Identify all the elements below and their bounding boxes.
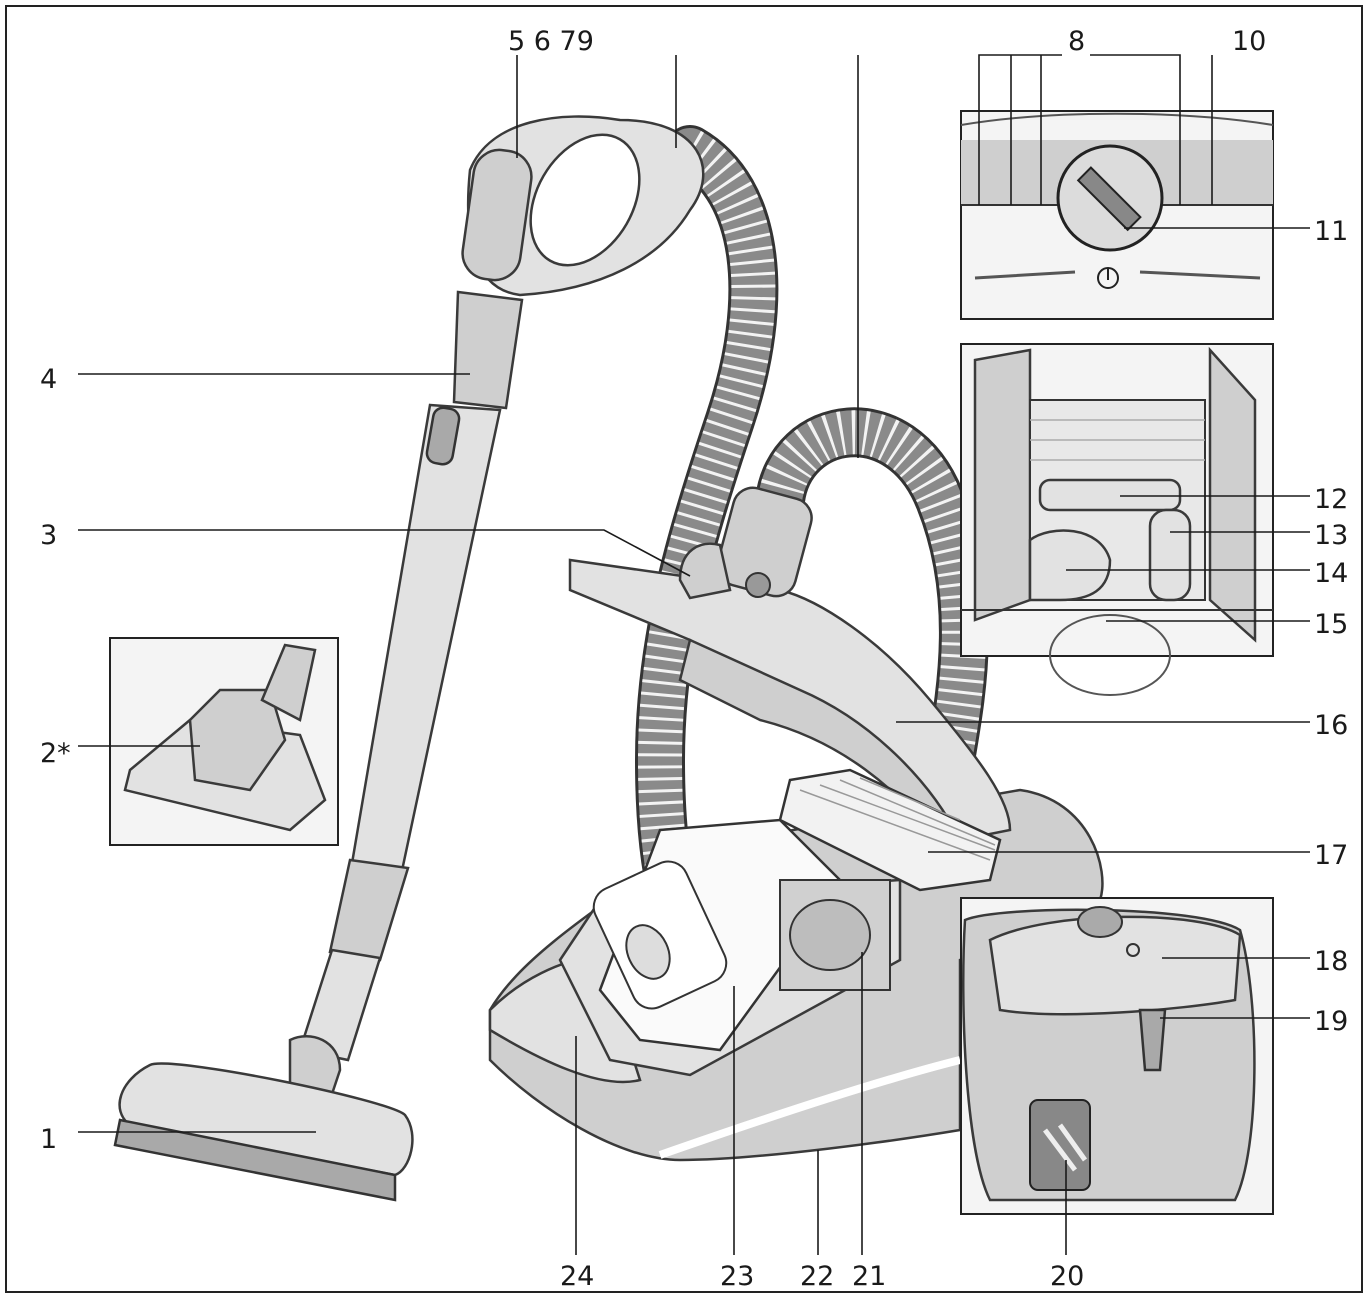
inset-nozzle-2 [109,637,339,846]
label-22: 22 [800,1261,834,1292]
label-13: 13 [1314,520,1348,551]
handle [461,115,705,297]
label-24: 24 [560,1261,594,1292]
vacuum-body [488,788,1104,1162]
label-17: 17 [1314,840,1348,871]
label-15: 15 [1314,609,1348,640]
label-1: 1 [40,1124,57,1155]
leader-lines [78,54,1310,1255]
label-2: 2* [40,738,71,769]
label-18: 18 [1314,946,1348,977]
label-11: 11 [1314,216,1348,247]
cover-lid [568,486,1012,847]
label-12: 12 [1314,484,1348,515]
label-4: 4 [40,364,57,395]
label-3: 3 [40,520,57,551]
motor-protection-filter [779,879,891,991]
label-10: 10 [1232,26,1266,57]
telescopic-tube [298,290,524,1062]
exhaust-filter [778,768,1002,892]
label-19: 19 [1314,1006,1348,1037]
label-23: 23 [720,1261,754,1292]
label-21: 21 [852,1261,886,1292]
label-5-6-7-9: 5 6 79 [508,26,594,57]
hose-loop [755,407,989,785]
label-8: 8 [1068,26,1085,57]
inset-rear-view [960,897,1274,1215]
floor-nozzle [113,1035,414,1202]
inset-power-regulator [960,110,1274,320]
label-20: 20 [1050,1261,1084,1292]
label-14: 14 [1314,558,1348,589]
plug-icon [1029,1099,1091,1191]
part-numbers: 1 2* 3 4 5 6 79 8 10 11 12 13 14 15 16 1… [40,26,1348,1292]
inset-bag-compartment [960,343,1274,696]
label-16: 16 [1314,710,1348,741]
